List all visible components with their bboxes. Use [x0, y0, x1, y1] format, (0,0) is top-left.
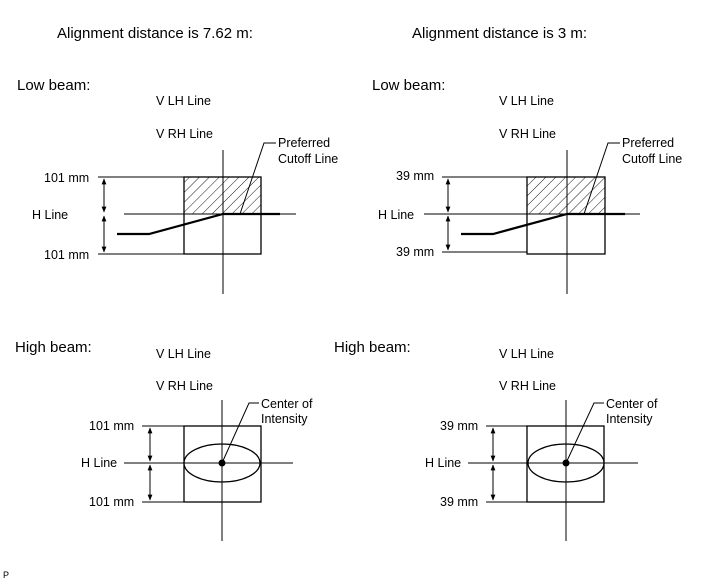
upper-dim-label-high-right: 39 mm: [440, 419, 478, 433]
footer-mark: P: [3, 570, 9, 580]
v-lh-line-label-high-left: V LH Line: [156, 347, 211, 361]
upper-dim-label-high-left: 101 mm: [89, 419, 134, 433]
v-rh-line-label-low-right: V RH Line: [499, 127, 556, 141]
cutoff-line-low-right: [461, 212, 625, 236]
cutoff-leader-right: [583, 142, 620, 215]
lower-dim-label-high-left: 101 mm: [89, 495, 134, 509]
upper-dim-label-low-left: 101 mm: [44, 171, 89, 185]
h-line-label-low-right: H Line: [378, 208, 414, 222]
v-rh-line-label-high-right: V RH Line: [499, 379, 556, 393]
low-beam-right-panel: Low beam: V LH Line V RH Line Preferred …: [372, 77, 682, 294]
center-intensity-label-right-2: Intensity: [606, 412, 653, 426]
center-leader-right: [565, 402, 604, 464]
h-line-label-low-left: H Line: [32, 208, 68, 222]
center-intensity-label-left-1: Center of: [261, 397, 313, 411]
h-line-label-high-left: H Line: [81, 456, 117, 470]
preferred-cutoff-label-left-1: Preferred: [278, 136, 330, 150]
center-intensity-label-left-2: Intensity: [261, 412, 308, 426]
preferred-cutoff-label-right-1: Preferred: [622, 136, 674, 150]
lower-dim-label-high-right: 39 mm: [440, 495, 478, 509]
aim-box-low-right: [526, 176, 606, 255]
cutoff-line-low-left: [117, 212, 280, 236]
low-beam-label-left: Low beam:: [17, 77, 90, 94]
preferred-cutoff-label-right-2: Cutoff Line: [622, 152, 682, 166]
high-beam-label-left: High beam:: [15, 339, 92, 356]
v-lh-line-label-low-left: V LH Line: [156, 94, 211, 108]
v-rh-line-label-high-left: V RH Line: [156, 379, 213, 393]
heading-right: Alignment distance is 3 m:: [412, 25, 587, 42]
cutoff-zone-upper-right: [527, 177, 605, 214]
high-beam-left-panel: High beam: V LH Line V RH Line Center of…: [15, 339, 313, 541]
lower-dim-label-low-right: 39 mm: [396, 245, 434, 259]
low-beam-label-right: Low beam:: [372, 77, 445, 94]
cutoff-leader-left: [239, 142, 276, 215]
v-lh-line-label-high-right: V LH Line: [499, 347, 554, 361]
lower-dim-label-low-left: 101 mm: [44, 248, 89, 262]
h-line-label-high-right: H Line: [425, 456, 461, 470]
heading-left: Alignment distance is 7.62 m:: [57, 25, 253, 42]
high-beam-right-panel: High beam: V LH Line V RH Line Center of…: [334, 339, 658, 541]
center-intensity-label-right-1: Center of: [606, 397, 658, 411]
low-beam-left-panel: Low beam: V LH Line V RH Line Preferred …: [17, 77, 338, 294]
v-lh-line-label-low-right: V LH Line: [499, 94, 554, 108]
center-leader-left: [221, 402, 259, 464]
preferred-cutoff-label-left-2: Cutoff Line: [278, 152, 338, 166]
v-rh-line-label-low-left: V RH Line: [156, 127, 213, 141]
upper-dim-label-low-right: 39 mm: [396, 169, 434, 183]
high-beam-label-right: High beam:: [334, 339, 411, 356]
